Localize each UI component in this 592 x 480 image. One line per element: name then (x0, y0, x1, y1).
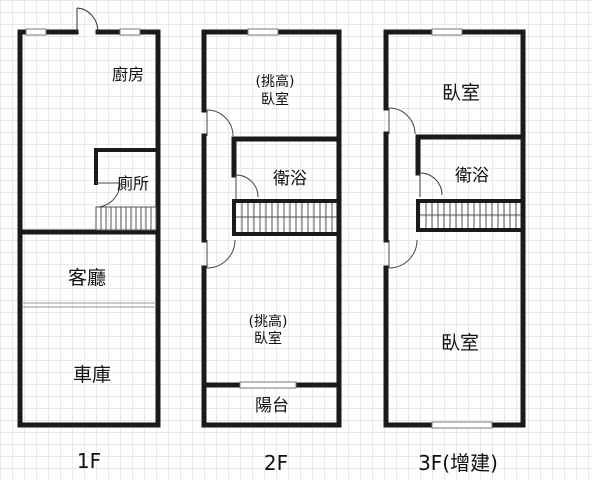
room-label-garage: 車庫 (73, 364, 111, 386)
floor-3f-stairs (420, 203, 521, 228)
room-label-bedroom-top: 臥室 (261, 91, 289, 108)
room-label-bedroom-bottom: 臥室 (254, 330, 282, 347)
floor-2f-doors (206, 109, 259, 269)
floor-3f-doors (388, 107, 443, 269)
floor-2f-walls (201, 29, 342, 428)
room-label-balcony: 陽台 (255, 396, 289, 416)
floor-label-2f: 2F (264, 451, 288, 475)
room-label-bedroom-bottom: 臥室 (441, 332, 479, 354)
room-label-kitchen: 廚房 (112, 65, 144, 84)
room-label-bedroom-top: 臥室 (442, 82, 480, 104)
floor-1f-windows (25, 28, 141, 36)
room-note-bedroom-bottom: (挑高) (249, 313, 288, 330)
floor-1f: 廚房 廁所 客廳 車庫 1F (17, 7, 161, 473)
floor-label-1f: 1F (77, 449, 101, 473)
floor-2f: (挑高) 臥室 衛浴 (挑高) 臥室 陽台 2F (201, 28, 342, 475)
floor-1f-entry-door (76, 7, 99, 33)
floor-1f-stairs (95, 206, 157, 231)
room-label-bath: 衛浴 (273, 169, 307, 189)
floor-3f-windows (431, 28, 493, 429)
floor-3f-walls (383, 29, 526, 428)
room-note-bedroom-top: (挑高) (256, 73, 295, 90)
room-label-bath: 衛浴 (455, 166, 489, 186)
floor-2f-stairs (236, 203, 337, 232)
floor-label-3f: 3F(增建) (418, 451, 498, 475)
floor-1f-partition (22, 302, 156, 308)
room-label-toilet: 廁所 (117, 174, 149, 193)
room-label-living-room: 客廳 (68, 267, 106, 289)
floor-3f: 臥室 衛浴 臥室 3F(增建) (383, 28, 526, 475)
floor-1f-walls (17, 29, 161, 428)
floor-2f-windows (239, 28, 297, 389)
